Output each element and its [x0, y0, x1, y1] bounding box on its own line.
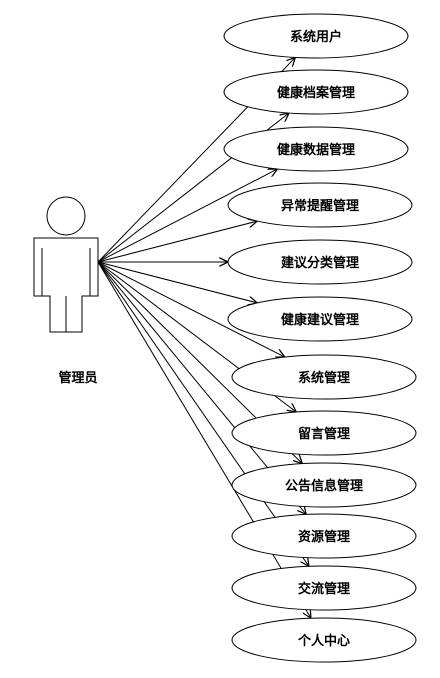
use-case: 交流管理: [231, 565, 417, 611]
use-case-label: 健康数据管理: [277, 142, 355, 158]
association-arrow: [97, 261, 285, 357]
use-case-label: 健康建议管理: [281, 312, 359, 328]
use-case-ellipse: [223, 126, 409, 172]
use-case: 系统用户: [223, 13, 409, 59]
use-case: 健康建议管理: [227, 296, 413, 342]
association-arrow: [97, 221, 257, 263]
association-arrow: [97, 261, 257, 303]
use-case-label: 交流管理: [298, 581, 350, 597]
use-case-ellipse: [223, 69, 409, 115]
use-case-ellipse: [223, 13, 409, 59]
use-case: 个人中心: [231, 617, 417, 663]
use-case: 健康档案管理: [223, 69, 409, 115]
association-arrow: [97, 261, 311, 618]
use-case-label: 系统管理: [298, 370, 350, 386]
use-case: 留言管理: [231, 410, 417, 456]
use-case-label: 建议分类管理: [281, 255, 359, 271]
use-case: 健康数据管理: [223, 126, 409, 172]
use-case-ellipse: [231, 513, 417, 559]
use-case: 资源管理: [231, 513, 417, 559]
actor-figure: [33, 196, 99, 333]
use-case: 系统管理: [231, 354, 417, 400]
use-case-label: 资源管理: [298, 529, 350, 545]
use-case-ellipse: [227, 296, 413, 342]
association-arrow: [97, 169, 277, 263]
use-case-ellipse: [231, 410, 417, 456]
use-case-label: 健康档案管理: [277, 85, 355, 101]
use-case-label: 留言管理: [298, 426, 350, 442]
actor-label: 管理员: [58, 371, 98, 386]
association-arrow: [97, 261, 309, 566]
use-case-label: 个人中心: [297, 633, 350, 649]
use-case-ellipse: [227, 182, 413, 228]
use-case-ellipse: [231, 617, 417, 663]
use-case-ellipse: [231, 565, 417, 611]
use-case-label: 公告信息管理: [285, 478, 363, 494]
use-case-ellipse: [231, 462, 417, 508]
use-case: 异常提醒管理: [227, 182, 413, 228]
use-case: 公告信息管理: [231, 462, 417, 508]
use-case-label: 异常提醒管理: [281, 198, 359, 214]
use-cases: 系统用户健康档案管理健康数据管理异常提醒管理建议分类管理健康建议管理系统管理留言…: [223, 13, 417, 663]
use-case-label: 系统用户: [290, 29, 342, 45]
actor-head: [46, 196, 86, 236]
actor-body: [33, 237, 99, 333]
use-case-ellipse: [227, 239, 413, 285]
use-case-ellipse: [231, 354, 417, 400]
use-case: 建议分类管理: [227, 239, 413, 285]
